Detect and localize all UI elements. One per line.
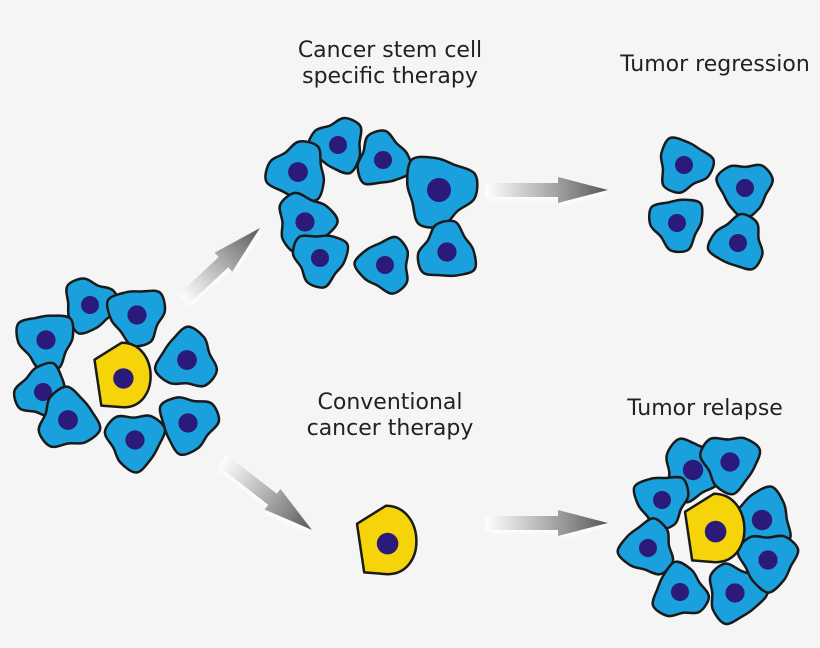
cancer-cell [706, 212, 764, 271]
cancer-cell [616, 517, 675, 576]
cell-nucleus [668, 214, 686, 232]
cell-nucleus [288, 162, 308, 182]
tumor-relapse-label: Tumor relapse [627, 396, 783, 421]
gradient-arrow-icon [485, 510, 608, 536]
cancer-cell [405, 155, 479, 229]
regressing-tumor [647, 136, 774, 271]
gradient-arrow-icon [485, 177, 608, 203]
cancer-cell [416, 219, 478, 278]
relapsed-tumor [616, 436, 800, 626]
cell-nucleus [295, 212, 315, 232]
conventional-therapy-label: Conventional cancer therapy [280, 390, 500, 442]
csc-therapy-label: Cancer stem cell specific therapy [270, 38, 510, 90]
cancer-cell [264, 140, 326, 203]
cell-nucleus [178, 413, 198, 433]
process-arrows [178, 177, 608, 536]
gradient-arrow-icon [217, 454, 313, 531]
cell-nucleus [725, 583, 745, 603]
cancer-cell [698, 436, 762, 496]
cell-nucleus [177, 350, 197, 370]
cell-nucleus [127, 305, 147, 325]
cell-nucleus [704, 520, 727, 543]
cell-nucleus [113, 368, 134, 389]
cancer-cell [291, 234, 350, 289]
cell-nucleus [58, 410, 78, 430]
cancer-cell [103, 414, 167, 474]
cancer-cell [158, 396, 221, 457]
cell-nucleus [376, 532, 399, 555]
cell-nucleus [125, 430, 145, 450]
cell-nucleus [427, 178, 451, 202]
cell-nucleus [374, 151, 392, 169]
cell-nucleus [720, 452, 740, 472]
cancer-cell [647, 198, 704, 254]
cell-nucleus [671, 583, 689, 601]
cancer-cell [15, 314, 75, 372]
cancer-cell [356, 129, 414, 186]
cell-nucleus [729, 234, 747, 252]
cell-nucleus [329, 136, 347, 154]
cancer-cell [353, 235, 410, 295]
cancer-stem-cell [93, 341, 152, 409]
cell-nucleus [758, 550, 778, 570]
cell-nucleus [682, 459, 704, 481]
cancer-cell [651, 560, 711, 618]
tumor-regression-label: Tumor regression [620, 52, 810, 77]
cancer-cell [715, 163, 774, 220]
cell-nucleus [736, 179, 754, 197]
cell-nucleus [81, 296, 99, 314]
cancer-stem-cell [683, 492, 746, 564]
cell-nucleus [675, 156, 693, 174]
cell-nucleus [311, 249, 329, 267]
cell-nucleus [437, 242, 457, 262]
cancer-cell [659, 136, 716, 194]
conventional-therapy-label-line-2: cancer therapy [306, 416, 474, 441]
cancer-cell [105, 289, 167, 348]
conventional-therapy-label-line-1: Conventional [317, 390, 463, 415]
csc-treated-tumor-ring [264, 116, 479, 295]
cell-nucleus [376, 256, 394, 274]
cell-nucleus [639, 539, 657, 557]
csc-therapy-label-line-2: specific therapy [302, 64, 478, 89]
cell-nucleus [751, 509, 773, 531]
initial-tumor [12, 277, 221, 474]
cell-nucleus [653, 491, 671, 509]
cell-nucleus [36, 330, 56, 350]
cancer-cell [153, 325, 219, 388]
gradient-arrow-icon [178, 228, 260, 306]
cancer-stem-cell [355, 504, 418, 576]
surviving-stem-cell [355, 504, 418, 576]
cancer-cell [37, 385, 102, 449]
csc-therapy-label-line-1: Cancer stem cell [297, 38, 483, 63]
cell-nucleus [34, 383, 52, 401]
